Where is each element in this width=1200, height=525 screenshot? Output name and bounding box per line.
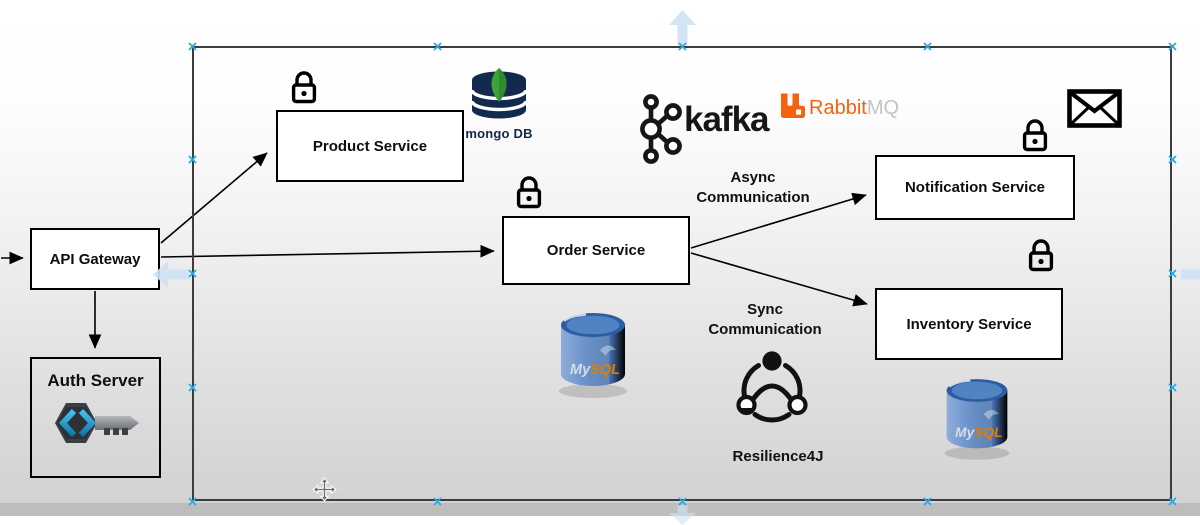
kafka-nodes-icon	[640, 94, 682, 164]
mq-text: MQ	[866, 97, 900, 119]
hover-arrow-left-icon[interactable]	[153, 261, 189, 288]
kafka-logo[interactable]	[636, 92, 686, 168]
connection-point-icon[interactable]	[187, 269, 197, 278]
node-auth-server[interactable]: Auth Server	[30, 357, 161, 478]
node-notification-service[interactable]: Notification Service	[875, 155, 1075, 220]
auth-key-icon	[50, 399, 142, 447]
rabbitmq-icon	[781, 93, 805, 118]
lock-icon[interactable]	[1027, 238, 1055, 273]
product-service-label: Product Service	[312, 137, 428, 155]
node-api-gateway[interactable]: API Gateway	[30, 228, 160, 290]
connection-point-icon[interactable]	[677, 41, 687, 51]
node-product-service[interactable]: Product Service	[276, 110, 464, 182]
mongodb-leaf-db-icon	[470, 68, 528, 119]
svg-text:MySQL: MySQL	[955, 425, 1002, 440]
connection-point-icon[interactable]	[1167, 41, 1177, 51]
notification-service-label: Notification Service	[904, 179, 1046, 196]
envelope-icon[interactable]	[1067, 89, 1122, 128]
svg-text:MySQL: MySQL	[570, 362, 620, 378]
inventory-service-label: Inventory Service	[906, 315, 1032, 333]
connection-point-icon[interactable]	[922, 496, 932, 506]
mysql-cylinder-icon: MySQL	[559, 313, 627, 398]
connection-point-icon[interactable]	[432, 496, 442, 506]
connection-point-icon[interactable]	[1167, 383, 1177, 392]
mysql-database-order[interactable]: MySQL	[554, 308, 632, 400]
rabbit-text: Rabbit	[809, 97, 867, 119]
connection-point-icon[interactable]	[187, 496, 197, 506]
lock-icon[interactable]	[290, 70, 318, 105]
rabbitmq-logo[interactable]	[778, 92, 806, 120]
connection-point-icon[interactable]	[1167, 269, 1177, 278]
hover-arrow-up-icon[interactable]	[669, 10, 696, 46]
mongodb-logo-text: mongo DB	[465, 126, 533, 141]
connection-point-icon[interactable]	[677, 496, 687, 506]
connection-point-icon[interactable]	[1167, 155, 1177, 164]
hover-arrow-right-icon[interactable]	[1181, 261, 1200, 288]
async-communication-label: Async Communication	[696, 169, 810, 206]
kafka-logo-text: kafka	[684, 100, 770, 139]
connection-point-icon[interactable]	[432, 41, 442, 51]
order-service-label: Order Service	[546, 242, 646, 259]
api-gateway-label: API Gateway	[49, 250, 141, 268]
sync-communication-label: Sync Communication	[708, 301, 822, 338]
connection-point-icon[interactable]	[187, 155, 197, 164]
resilience4j-icon[interactable]	[731, 347, 813, 431]
move-cursor-icon	[312, 477, 337, 502]
mysql-database-inventory[interactable]: MySQL	[940, 372, 1014, 464]
auth-server-label: Auth Server	[47, 371, 144, 390]
resilience4j-label: Resilience4J	[732, 448, 824, 465]
connection-point-icon[interactable]	[187, 41, 197, 51]
bottom-band	[0, 503, 1200, 516]
node-order-service[interactable]: Order Service	[502, 216, 690, 285]
connection-point-icon[interactable]	[1167, 496, 1177, 506]
node-inventory-service[interactable]: Inventory Service	[875, 288, 1063, 360]
mysql-cylinder-icon: MySQL	[944, 379, 1010, 460]
connection-point-icon[interactable]	[922, 41, 932, 51]
hover-arrow-down-icon[interactable]	[669, 505, 696, 525]
lock-icon[interactable]	[515, 175, 543, 210]
rabbitmq-logo-text: RabbitMQ	[809, 96, 899, 120]
connection-point-icon[interactable]	[187, 383, 197, 392]
lock-icon[interactable]	[1021, 118, 1049, 153]
mongodb-logo[interactable]	[466, 68, 532, 126]
